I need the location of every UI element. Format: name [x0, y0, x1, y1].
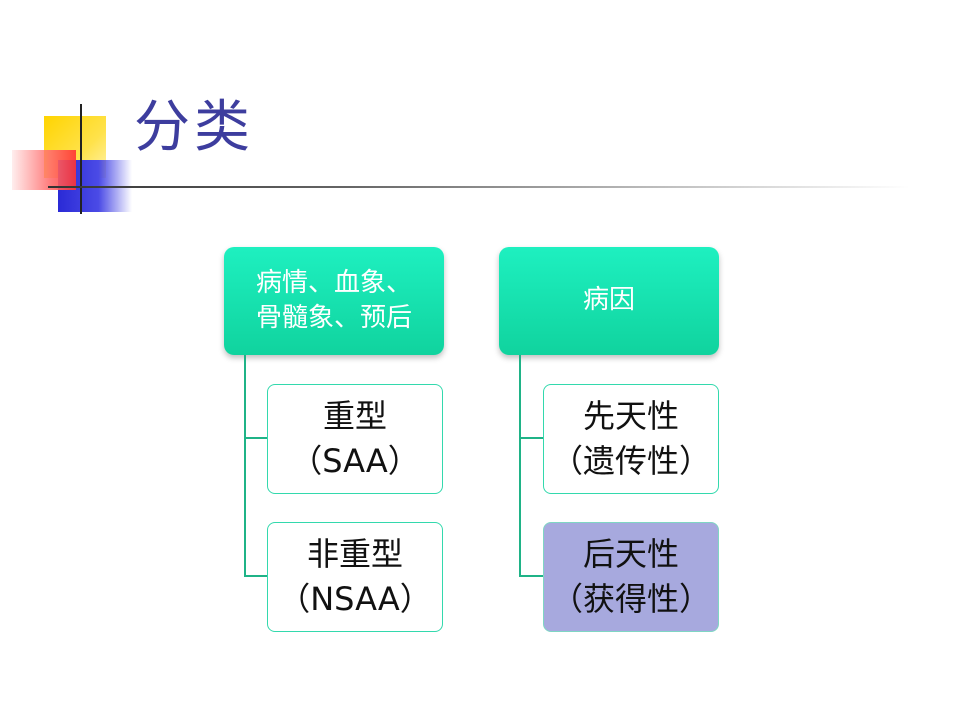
node-sublabel: （SAA）: [290, 442, 420, 480]
title-underline: [48, 186, 910, 188]
node-non-severe-nsaa: 非重型 （NSAA）: [267, 522, 443, 632]
group-header-etiology: 病因: [499, 247, 719, 355]
node-sublabel: （NSAA）: [278, 580, 432, 618]
node-sublabel: （获得性）: [550, 580, 711, 618]
node-label: 重型: [322, 397, 387, 436]
node-label: 先天性: [582, 397, 679, 436]
node-label: 非重型: [306, 535, 403, 574]
group-header-line: 病情、血象、: [255, 267, 412, 298]
node-sublabel: （遗传性）: [550, 442, 711, 480]
connector-trunk: [244, 355, 246, 577]
node-acquired: 后天性 （获得性）: [543, 522, 719, 632]
decor-vertical-line: [80, 104, 82, 214]
connector-branch: [519, 575, 543, 577]
connector-trunk: [519, 355, 521, 577]
connector-branch: [244, 437, 268, 439]
group-header-line: 病因: [582, 285, 635, 316]
decor-red-square: [12, 150, 76, 190]
node-congenital: 先天性 （遗传性）: [543, 384, 719, 494]
page-title: 分类: [134, 95, 254, 160]
connector-branch: [519, 437, 543, 439]
connector-branch: [244, 575, 268, 577]
node-label: 后天性: [582, 535, 679, 574]
group-header-line: 骨髓象、预后: [255, 303, 412, 333]
node-severe-saa: 重型 （SAA）: [267, 384, 443, 494]
group-header-severity: 病情、血象、 骨髓象、预后: [224, 247, 444, 355]
